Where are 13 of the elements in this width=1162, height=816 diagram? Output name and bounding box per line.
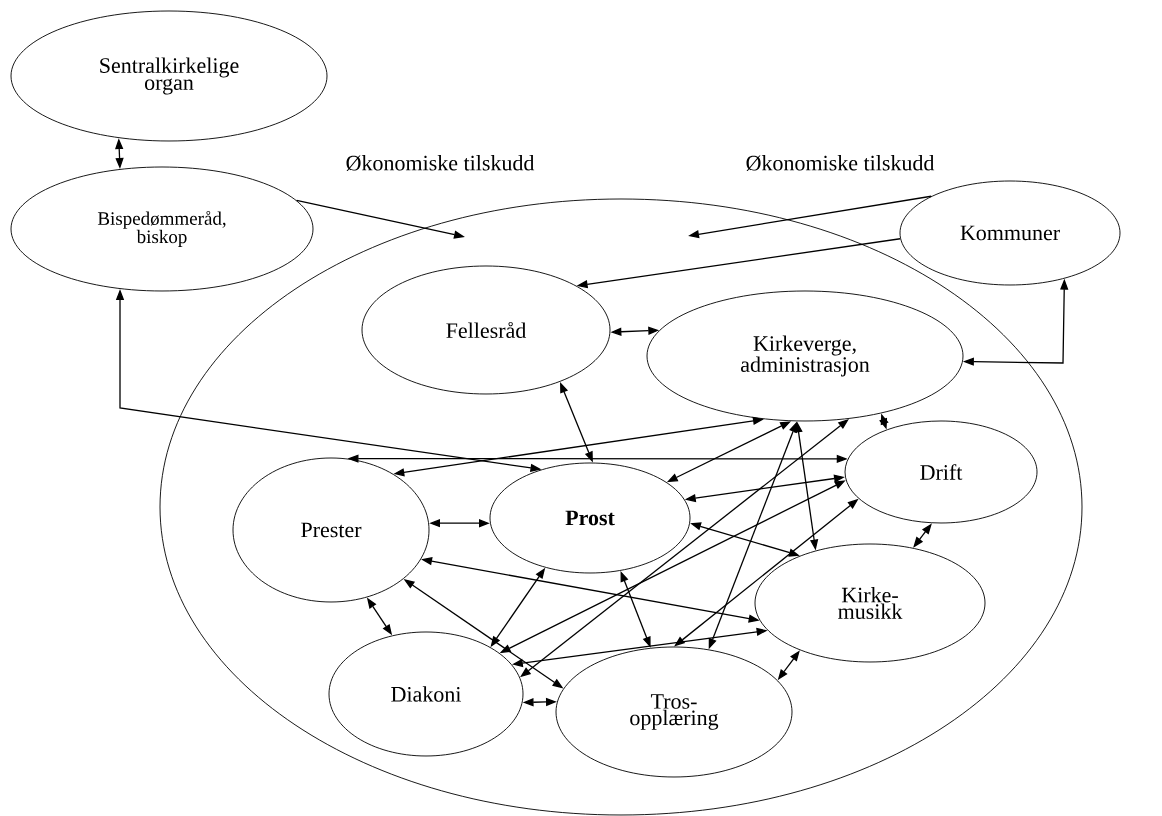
ellipse-node: Tros- opplæring	[555, 646, 793, 778]
ellipse-node: Prost	[489, 462, 691, 574]
ellipse-node: Kommuner	[899, 180, 1121, 286]
ellipse-node: Fellesråd	[361, 265, 611, 395]
ellipse-node: Diakoni	[328, 631, 524, 757]
edge-label: Økonomiske tilskudd	[744, 154, 936, 172]
ellipse-node: Sentralkirkelige organ	[10, 10, 328, 142]
ellipse-node: Kirke- musikk	[754, 543, 986, 663]
edge-label: Økonomiske tilskudd	[344, 154, 536, 172]
ellipse-node: Bispedømmeråd, biskop	[10, 166, 314, 292]
ellipse-node: Drift	[844, 420, 1038, 524]
ellipse-node: Kirkeverge, administrasjon	[646, 290, 964, 422]
ellipse-node: Prester	[232, 457, 430, 603]
